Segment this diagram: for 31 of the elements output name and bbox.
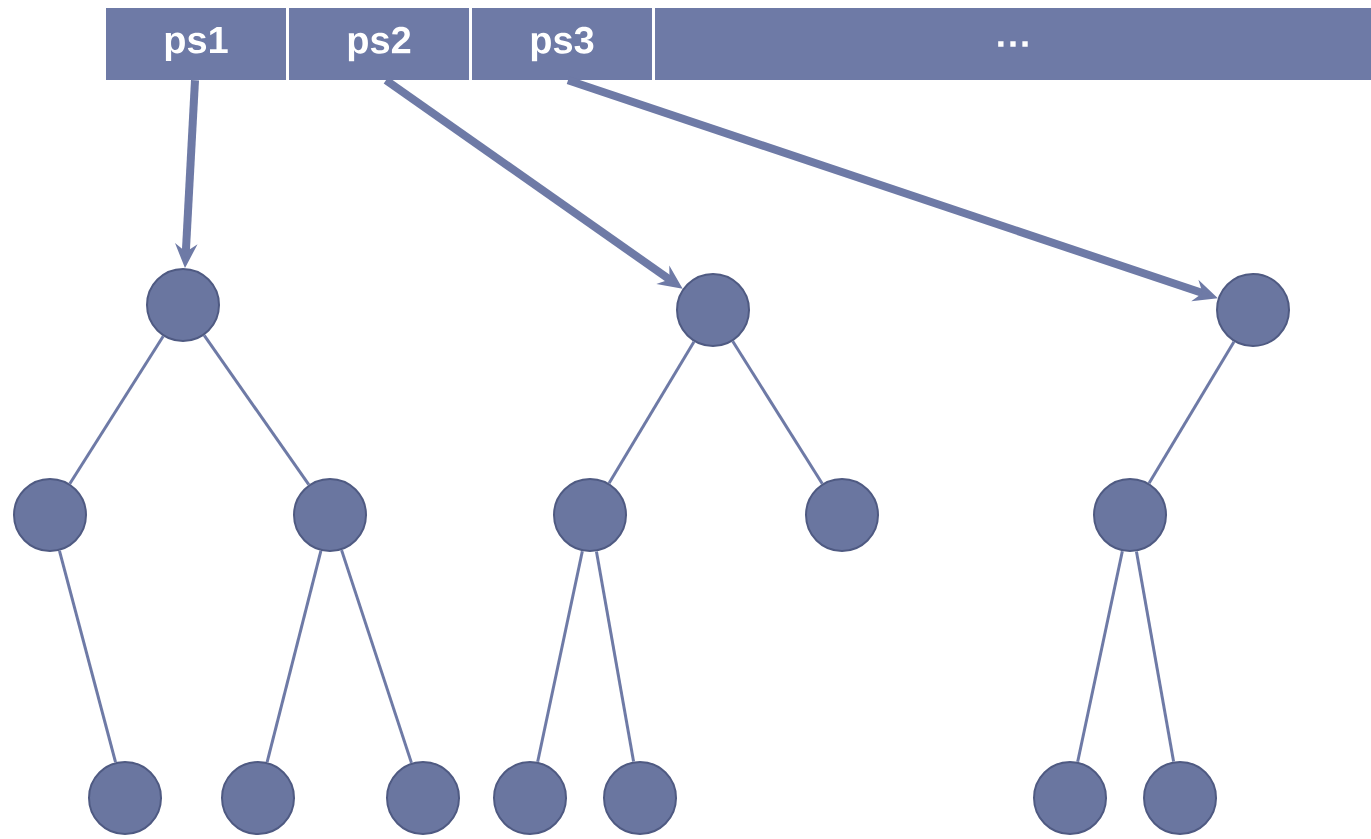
tree-edge [1147,340,1236,485]
tree-node-circle [293,478,367,552]
tree-node-circle [493,761,567,835]
tree-node-circle [1216,273,1290,347]
header-cell: … [655,8,1371,80]
tree-edge [594,551,636,762]
tree-node-circle [13,478,87,552]
tree-node-circle [1033,761,1107,835]
tree-edge [607,340,696,485]
tree-node-circle [603,761,677,835]
tree-node-circle [676,273,750,347]
tree-node-circle [805,478,879,552]
tree-edge [731,340,824,485]
tree-node-circle [221,761,295,835]
tree-edge [203,334,310,486]
tree-node-circle [386,761,460,835]
tree-node-circle [88,761,162,835]
tree-edge [536,550,584,763]
tree-edge [265,550,323,763]
tree-node-circle [146,268,220,342]
tree-edge [1134,551,1176,762]
header-cell: ps3 [472,8,652,80]
header-cell: ps1 [106,8,286,80]
tree-node-circle [553,478,627,552]
tree-edge [340,549,413,764]
tree-edge [1076,550,1124,763]
tree-node-circle [1093,478,1167,552]
header-cell: ps2 [289,8,469,80]
tree-edge [58,550,117,763]
tree-edge [68,335,165,485]
tree-node-circle [1143,761,1217,835]
